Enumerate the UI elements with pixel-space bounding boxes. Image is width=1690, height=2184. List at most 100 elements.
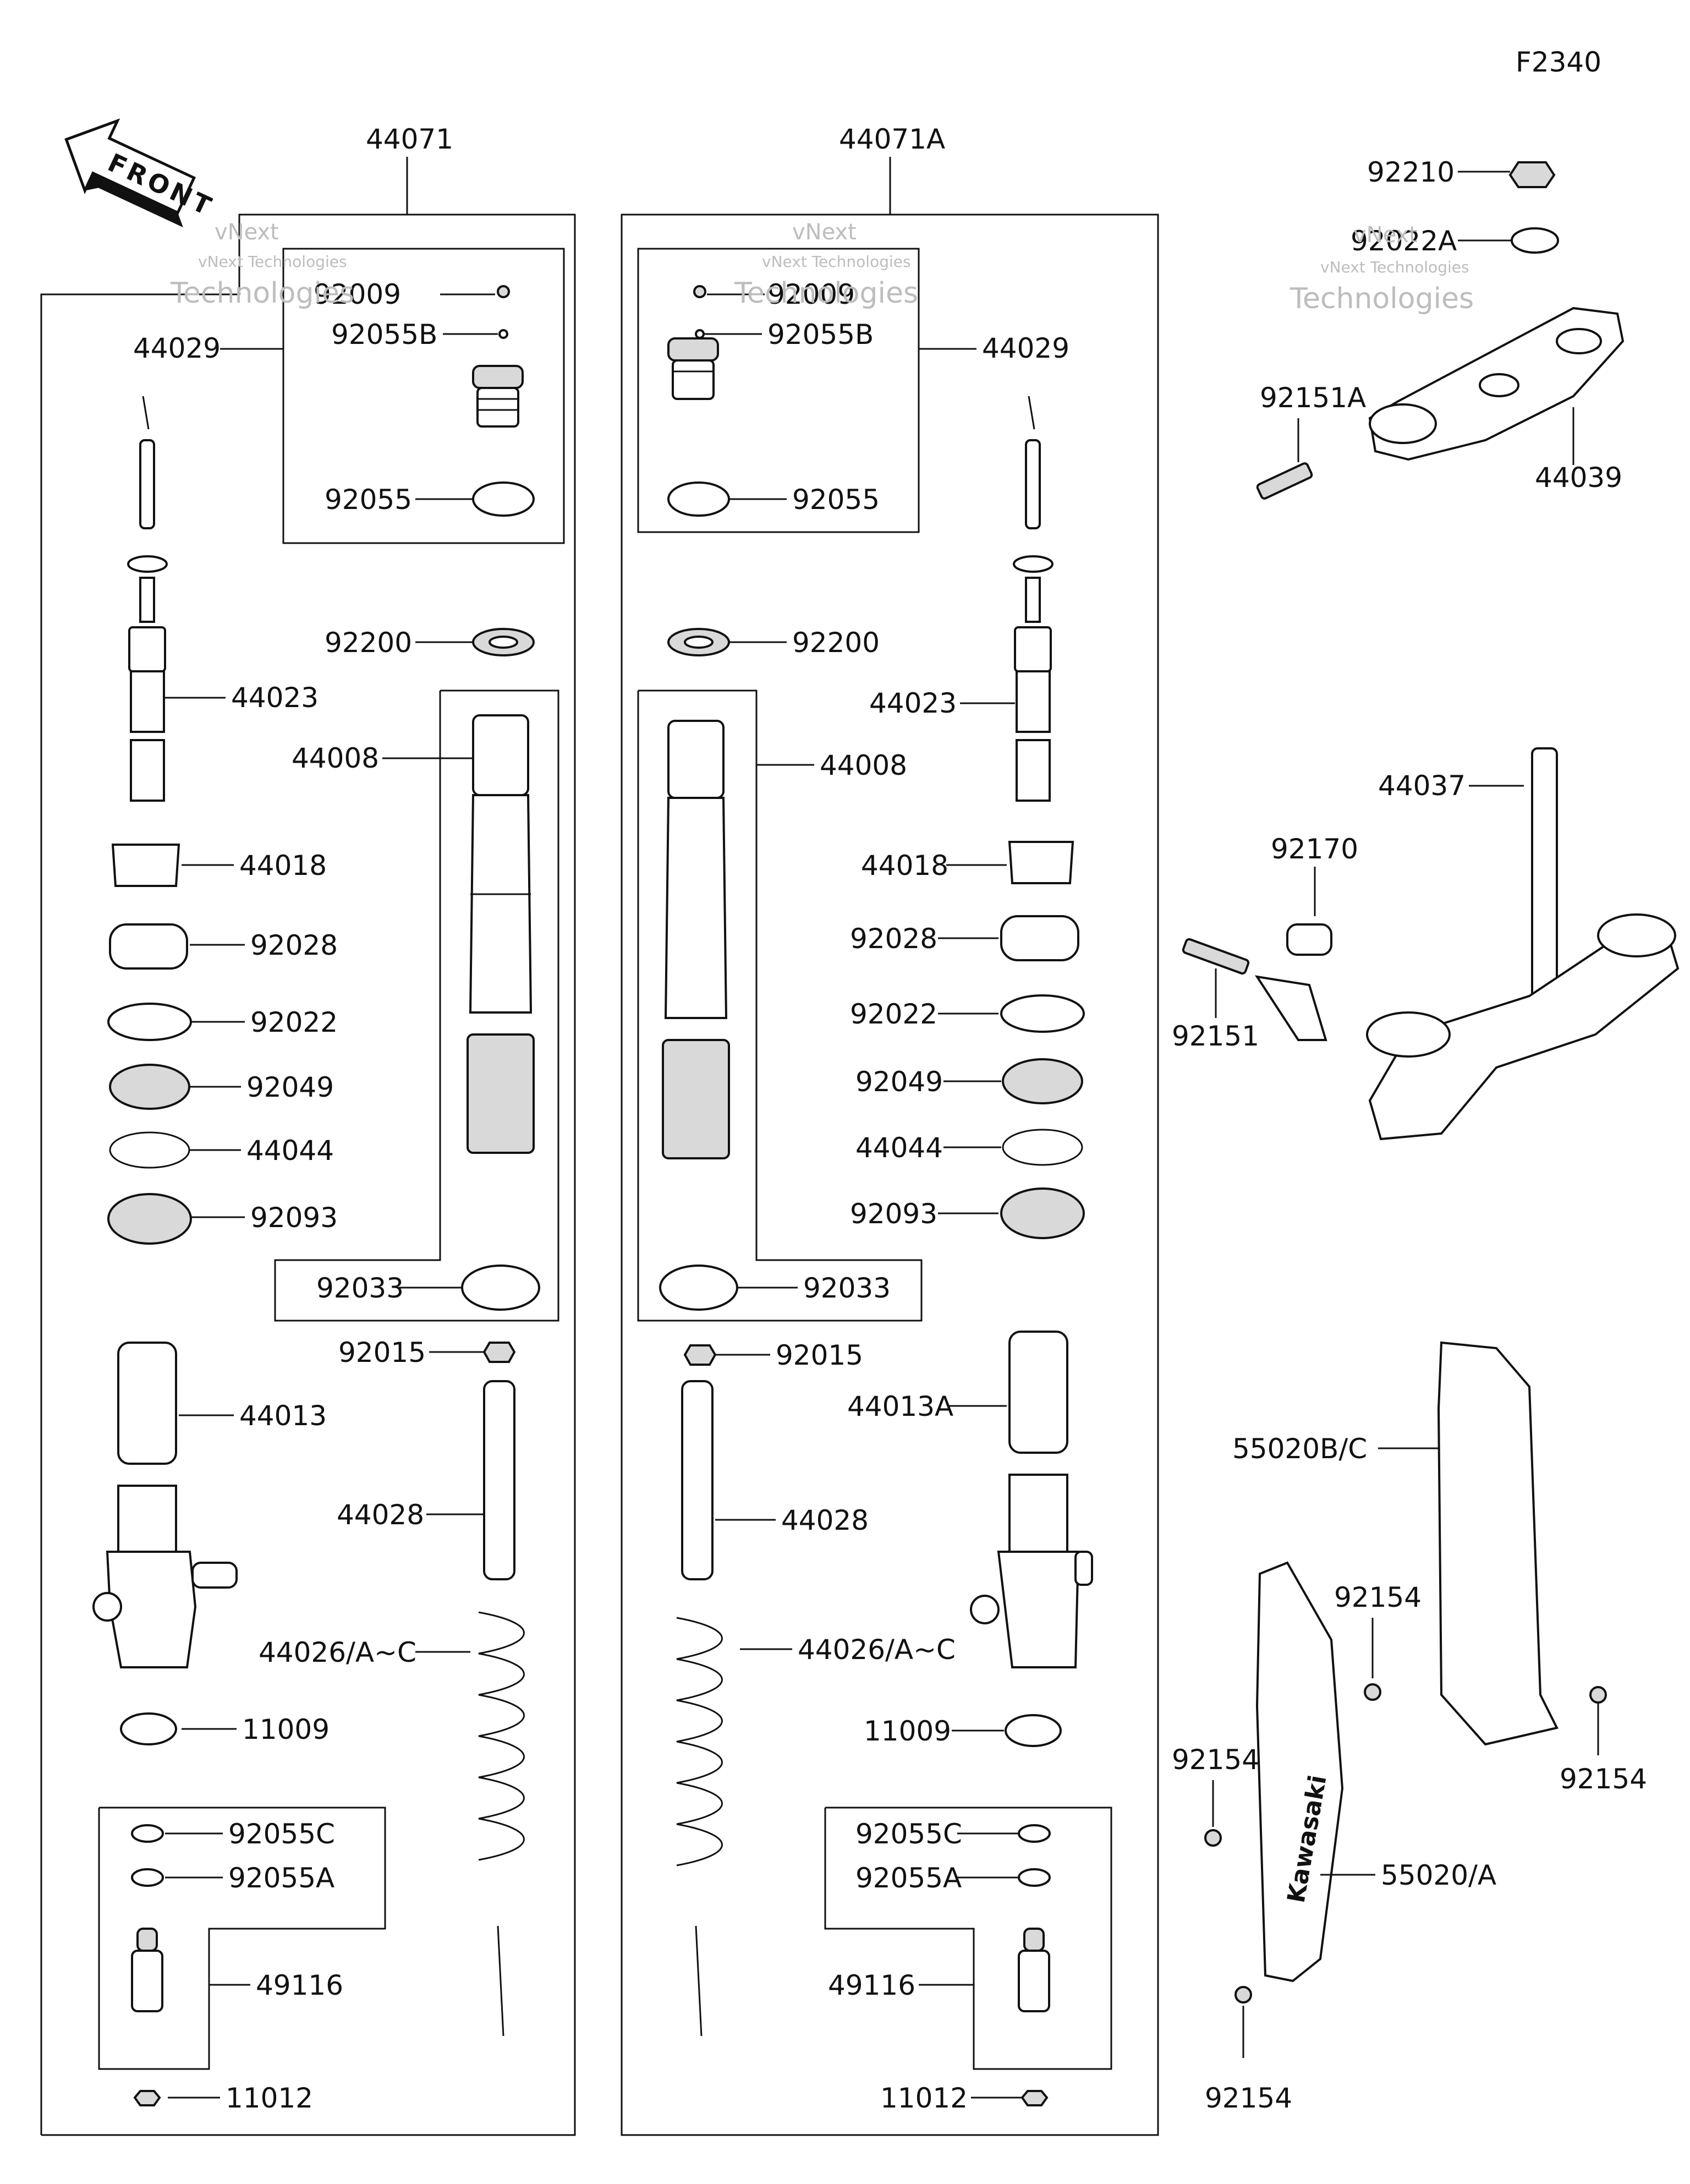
right-cap-kit-box bbox=[637, 248, 920, 533]
label-92015: 92015 bbox=[338, 1337, 426, 1369]
label-92015-r: 92015 bbox=[776, 1339, 863, 1371]
right-assembly-frame bbox=[621, 214, 1159, 2136]
left-valve-box bbox=[98, 1807, 386, 2070]
part-92151-bolt bbox=[1182, 938, 1250, 975]
label-92055C: 92055C bbox=[228, 1818, 335, 1850]
label-44028-r: 44028 bbox=[781, 1504, 869, 1536]
part-92009-screw bbox=[497, 285, 510, 298]
label-49116-r: 49116 bbox=[828, 1969, 915, 2001]
svg-text:vNext: vNext bbox=[792, 220, 857, 245]
label-92200: 92200 bbox=[325, 627, 412, 659]
part-92170-bracket bbox=[1254, 975, 1327, 1041]
part-44039-upper-clamp bbox=[1368, 306, 1625, 461]
part-11012-nut bbox=[133, 2090, 161, 2106]
part-55020BC-guard bbox=[1437, 1341, 1559, 1746]
part-44013-outer-tube bbox=[92, 1342, 238, 1668]
label-55020A: 55020/A bbox=[1381, 1859, 1496, 1891]
part-92022A-washer bbox=[1511, 227, 1559, 254]
left-fork-assembly: 44071 44029 92009 92055B 92055 92200 bbox=[40, 123, 576, 2136]
label-49116: 49116 bbox=[256, 1969, 343, 2001]
left-cap-kit-box bbox=[282, 248, 565, 544]
label-92009-r: 92009 bbox=[767, 278, 855, 310]
part-92033-ring bbox=[461, 1265, 540, 1311]
part-92170-clamp bbox=[1286, 923, 1332, 956]
part-44023-damper-rod bbox=[127, 396, 168, 802]
svg-text:Technologies: Technologies bbox=[734, 277, 918, 310]
label-92033: 92033 bbox=[316, 1272, 404, 1304]
right-valve-box bbox=[824, 1807, 1112, 2070]
part-44037-steering-stem bbox=[1366, 747, 1680, 1141]
label-44018: 44018 bbox=[239, 850, 327, 882]
label-92055B-r: 92055B bbox=[767, 319, 874, 351]
part-44028-spacer bbox=[483, 1380, 515, 1580]
assembly-number-left: 44071 bbox=[366, 123, 453, 155]
part-55020A-guard bbox=[1255, 1561, 1344, 1983]
label-11012-r: 11012 bbox=[880, 2082, 968, 2114]
label-44026: 44026/A~C bbox=[259, 1636, 416, 1668]
label-11012: 11012 bbox=[226, 2082, 313, 2114]
label-44044-r: 44044 bbox=[855, 1132, 943, 1164]
label-92200-r: 92200 bbox=[792, 627, 880, 659]
label-92009: 92009 bbox=[314, 278, 401, 310]
part-44026-spring bbox=[478, 1611, 525, 1861]
label-92154-c: 92154 bbox=[1172, 1744, 1259, 1776]
label-92028: 92028 bbox=[250, 929, 338, 961]
label-44028: 44028 bbox=[337, 1499, 424, 1531]
label-92093-r: 92093 bbox=[850, 1198, 937, 1230]
label-44039: 44039 bbox=[1535, 462, 1622, 494]
label-92093: 92093 bbox=[250, 1202, 338, 1234]
part-fork-cap-r bbox=[667, 337, 719, 400]
label-92055-r: 92055 bbox=[792, 484, 880, 516]
part-44008-inner-tube bbox=[467, 714, 535, 1154]
front-arrow-icon: FRONT bbox=[64, 118, 218, 228]
part-44044-circlip bbox=[109, 1131, 190, 1169]
label-92154-a: 92154 bbox=[1334, 1581, 1422, 1613]
label-92049-r: 92049 bbox=[855, 1066, 943, 1098]
part-44023-damper-rod-r bbox=[1013, 396, 1053, 802]
part-44018-bushing bbox=[111, 844, 180, 887]
svg-text:vNext Technologies: vNext Technologies bbox=[762, 253, 911, 271]
svg-text:Technologies: Technologies bbox=[170, 277, 354, 310]
label-92055: 92055 bbox=[325, 484, 412, 516]
label-44008: 44008 bbox=[292, 742, 379, 774]
label-44013A: 44013A bbox=[847, 1391, 953, 1422]
part-92055-oring bbox=[472, 481, 535, 517]
part-11009-gasket bbox=[120, 1712, 177, 1745]
watermark-group: vNext vNext Technologies Technologies vN… bbox=[170, 220, 1474, 315]
part-44013A-outer-tube bbox=[970, 1331, 1093, 1668]
label-44013: 44013 bbox=[239, 1400, 327, 1432]
label-11009-r: 11009 bbox=[864, 1715, 951, 1747]
part-44026-spring-r bbox=[676, 1617, 723, 1866]
label-92170: 92170 bbox=[1271, 833, 1358, 865]
part-92151A-bolt bbox=[1256, 462, 1313, 500]
part-92028-bushing bbox=[109, 923, 188, 970]
label-44023: 44023 bbox=[231, 682, 319, 714]
label-92022: 92022 bbox=[250, 1006, 338, 1038]
fork-guard-group: 55020B/C 92154 92154 Kawasaki 92154 5502… bbox=[1172, 1341, 1647, 2114]
svg-text:Technologies: Technologies bbox=[1290, 282, 1474, 315]
svg-text:vNext Technologies: vNext Technologies bbox=[1320, 258, 1469, 276]
label-92055A-r: 92055A bbox=[855, 1862, 962, 1894]
part-fork-cap bbox=[472, 365, 524, 428]
label-44023-r: 44023 bbox=[869, 687, 957, 719]
part-92022-washer bbox=[107, 1003, 192, 1041]
label-92055C-r: 92055C bbox=[855, 1818, 962, 1850]
assembly-number-right: 44071A bbox=[839, 123, 945, 155]
right-fork-assembly: 44071A 44029 92009 92055B 92055 92200 bbox=[621, 123, 1159, 2136]
label-92033-r: 92033 bbox=[803, 1272, 891, 1304]
label-44029: 44029 bbox=[133, 332, 221, 364]
lower-clamp-group: 44037 92170 92151 bbox=[1172, 747, 1680, 1141]
svg-text:vNext: vNext bbox=[1353, 222, 1418, 248]
label-44044: 44044 bbox=[246, 1135, 334, 1167]
label-92022A: 92022A bbox=[1351, 225, 1457, 257]
label-92210: 92210 bbox=[1367, 156, 1455, 188]
label-92151: 92151 bbox=[1172, 1020, 1259, 1052]
part-92015-nut bbox=[482, 1342, 516, 1363]
label-92022-r: 92022 bbox=[850, 998, 937, 1030]
label-92055B: 92055B bbox=[331, 319, 437, 351]
label-44029-r: 44029 bbox=[982, 332, 1069, 364]
upper-clamp-group: 92210 92022A 92151A 44039 bbox=[1256, 156, 1625, 500]
part-49116-valve bbox=[131, 1928, 163, 2012]
label-92049: 92049 bbox=[246, 1071, 334, 1103]
